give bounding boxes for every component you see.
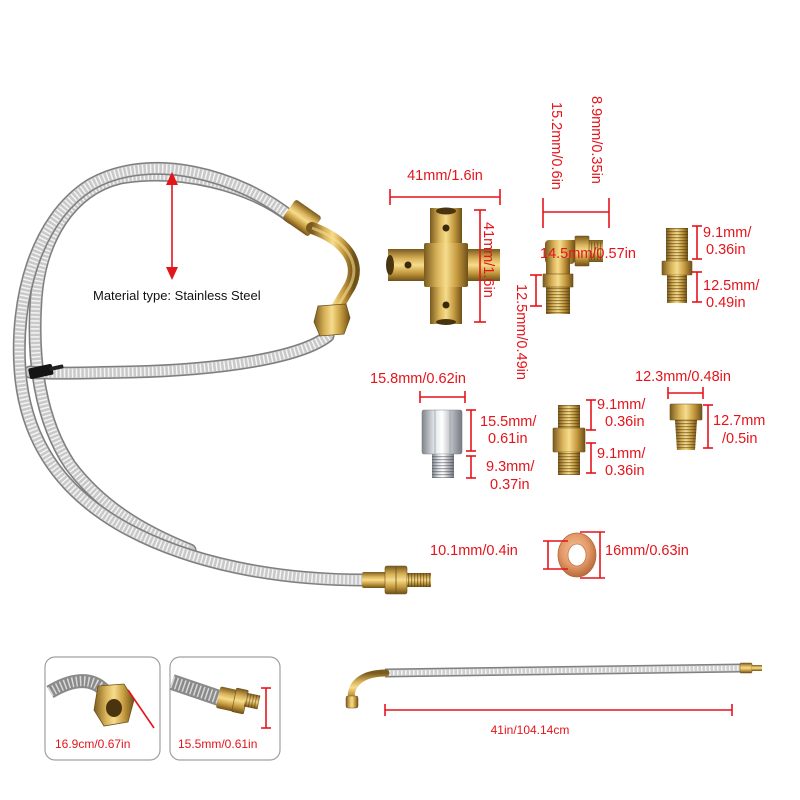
hose-elbow-fitting	[283, 200, 360, 337]
union-dimensions: 9.1mm/ 0.36in 9.1mm/ 0.36in	[586, 397, 646, 479]
plug-width-label: 12.3mm/0.48in	[635, 369, 731, 385]
copper-washer	[557, 532, 597, 578]
adapter-thread-label-line1: 9.3mm/	[486, 459, 535, 475]
adapter-thread-label-line2: 0.37in	[490, 477, 530, 493]
hex-nipple-fitting	[661, 228, 693, 303]
union-fitting	[552, 405, 586, 475]
adapter-body-label-line2: 0.61in	[488, 431, 528, 447]
elbow-port-a-label: 15.2mm/0.6in	[548, 102, 564, 190]
silver-adapter-dimensions: 15.8mm/0.62in 15.5mm/ 0.61in 9.3mm/ 0.37…	[370, 371, 537, 493]
plug-height-label-line2: /0.5in	[722, 431, 757, 447]
union-bottom-label-line2: 0.36in	[605, 463, 645, 479]
cable-tie	[28, 364, 64, 380]
adapter-body-label-line1: 15.5mm/	[480, 414, 537, 430]
cross-fitting	[386, 207, 500, 325]
union-bottom-label-line1: 9.1mm/	[597, 446, 646, 462]
hex-nipple-dimensions: 9.1mm/ 0.36in 12.5mm/ 0.49in	[692, 225, 760, 311]
plug-height-label-line1: 12.7mm	[713, 413, 765, 429]
plug-fitting	[669, 403, 703, 450]
elbow-height-label: 12.5mm/0.49in	[513, 284, 529, 380]
nipple-bottom-label-line2: 0.49in	[706, 295, 746, 311]
inset-elbow-detail: 16.9cm/0.67in	[44, 656, 161, 761]
union-top-label-line1: 9.1mm/	[597, 397, 646, 413]
elbow-width-label: 14.5mm/0.57in	[540, 246, 636, 262]
elbow-dimensions: 15.2mm/0.6in 8.9mm/0.35in 14.5mm/0.57in …	[513, 96, 636, 380]
union-top-label-line2: 0.36in	[605, 414, 645, 430]
hose-straight-fitting	[362, 565, 431, 595]
material-label: Material type: Stainless Steel	[93, 288, 261, 303]
full-length-hose: 41in/104.14cm	[345, 662, 762, 737]
hose-length-label: 41in/104.14cm	[491, 723, 570, 737]
nipple-bottom-label-line1: 12.5mm/	[703, 278, 760, 294]
nipple-top-label-line1: 9.1mm/	[703, 225, 752, 241]
elbow-fitting	[542, 235, 603, 314]
inset-elbow-label: 16.9cm/0.67in	[55, 737, 130, 751]
washer-dimensions: 10.1mm/0.4in 16mm/0.63in	[430, 531, 689, 579]
cross-width-label: 41mm/1.6in	[407, 168, 483, 184]
cross-dimensions: 41mm/1.6in 41mm/1.6in	[389, 168, 501, 323]
arrow-up-icon	[166, 172, 178, 185]
hose-strand-lower	[30, 336, 328, 373]
cross-height-label: 41mm/1.6in	[480, 222, 496, 298]
inset-straight-detail: 15.5mm/0.61in	[169, 656, 281, 761]
adapter-width-label: 15.8mm/0.62in	[370, 371, 466, 387]
washer-outer-label: 16mm/0.63in	[605, 543, 689, 559]
plug-dimensions: 12.3mm/0.48in 12.7mm /0.5in	[635, 369, 765, 449]
braided-hose	[19, 168, 364, 580]
material-callout: Material type: Stainless Steel	[93, 172, 261, 303]
elbow-port-b-label: 8.9mm/0.35in	[588, 96, 604, 184]
silver-adapter-fitting	[421, 409, 463, 478]
arrow-down-icon	[166, 267, 178, 280]
inset-straight-label: 15.5mm/0.61in	[178, 737, 257, 751]
nipple-top-label-line2: 0.36in	[706, 242, 746, 258]
washer-inner-label: 10.1mm/0.4in	[430, 543, 518, 559]
